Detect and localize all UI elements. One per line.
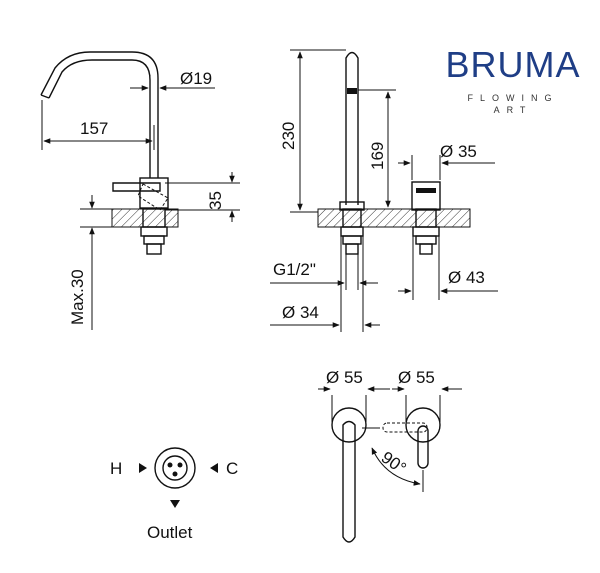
dim-base-diameter-43: Ø 43 [448, 268, 485, 287]
side-lever [112, 182, 161, 192]
dim-rosette-left: Ø 55 [326, 368, 363, 387]
brand-name: BRUMA [445, 44, 581, 85]
label-hot: H [110, 459, 122, 478]
side-counter [111, 208, 179, 228]
dim-lever-height: 35 [206, 191, 225, 210]
side-spout [40, 51, 159, 178]
dim-total-height: 230 [279, 122, 298, 150]
brand-tagline-2: ART [493, 105, 533, 115]
dim-spout-diameter: Ø19 [180, 69, 212, 88]
label-cold: C [226, 459, 238, 478]
front-handle [411, 181, 441, 211]
top-rosette-right [405, 407, 441, 443]
dim-base-diameter-34: Ø 34 [282, 303, 319, 322]
top-view: 90° Ø 55 Ø 55 [318, 368, 462, 543]
dim-max-deck: Max.30 [68, 269, 87, 325]
dim-reach: 157 [80, 119, 108, 138]
front-counter [317, 208, 471, 228]
side-view: Ø19 157 35 Max.30 [40, 51, 240, 330]
dim-rosette-right: Ø 55 [398, 368, 435, 387]
label-outlet: Outlet [147, 523, 193, 542]
dim-rotation: 90° [378, 448, 410, 478]
top-spout [342, 420, 356, 543]
brand-tagline-1: FLOWING [467, 93, 559, 103]
front-spout [345, 51, 359, 205]
dim-thread: G1/2" [273, 260, 316, 279]
top-lever [417, 425, 429, 469]
outlet-symbol [154, 447, 196, 489]
front-view: 230 169 Ø 35 G1/2" Ø 43 Ø 34 [270, 49, 498, 332]
dim-handle-diameter: Ø 35 [440, 142, 477, 161]
top-rosette-left [331, 407, 367, 443]
flow-legend: H C Outlet [110, 447, 238, 542]
dim-spout-height: 169 [368, 142, 387, 170]
